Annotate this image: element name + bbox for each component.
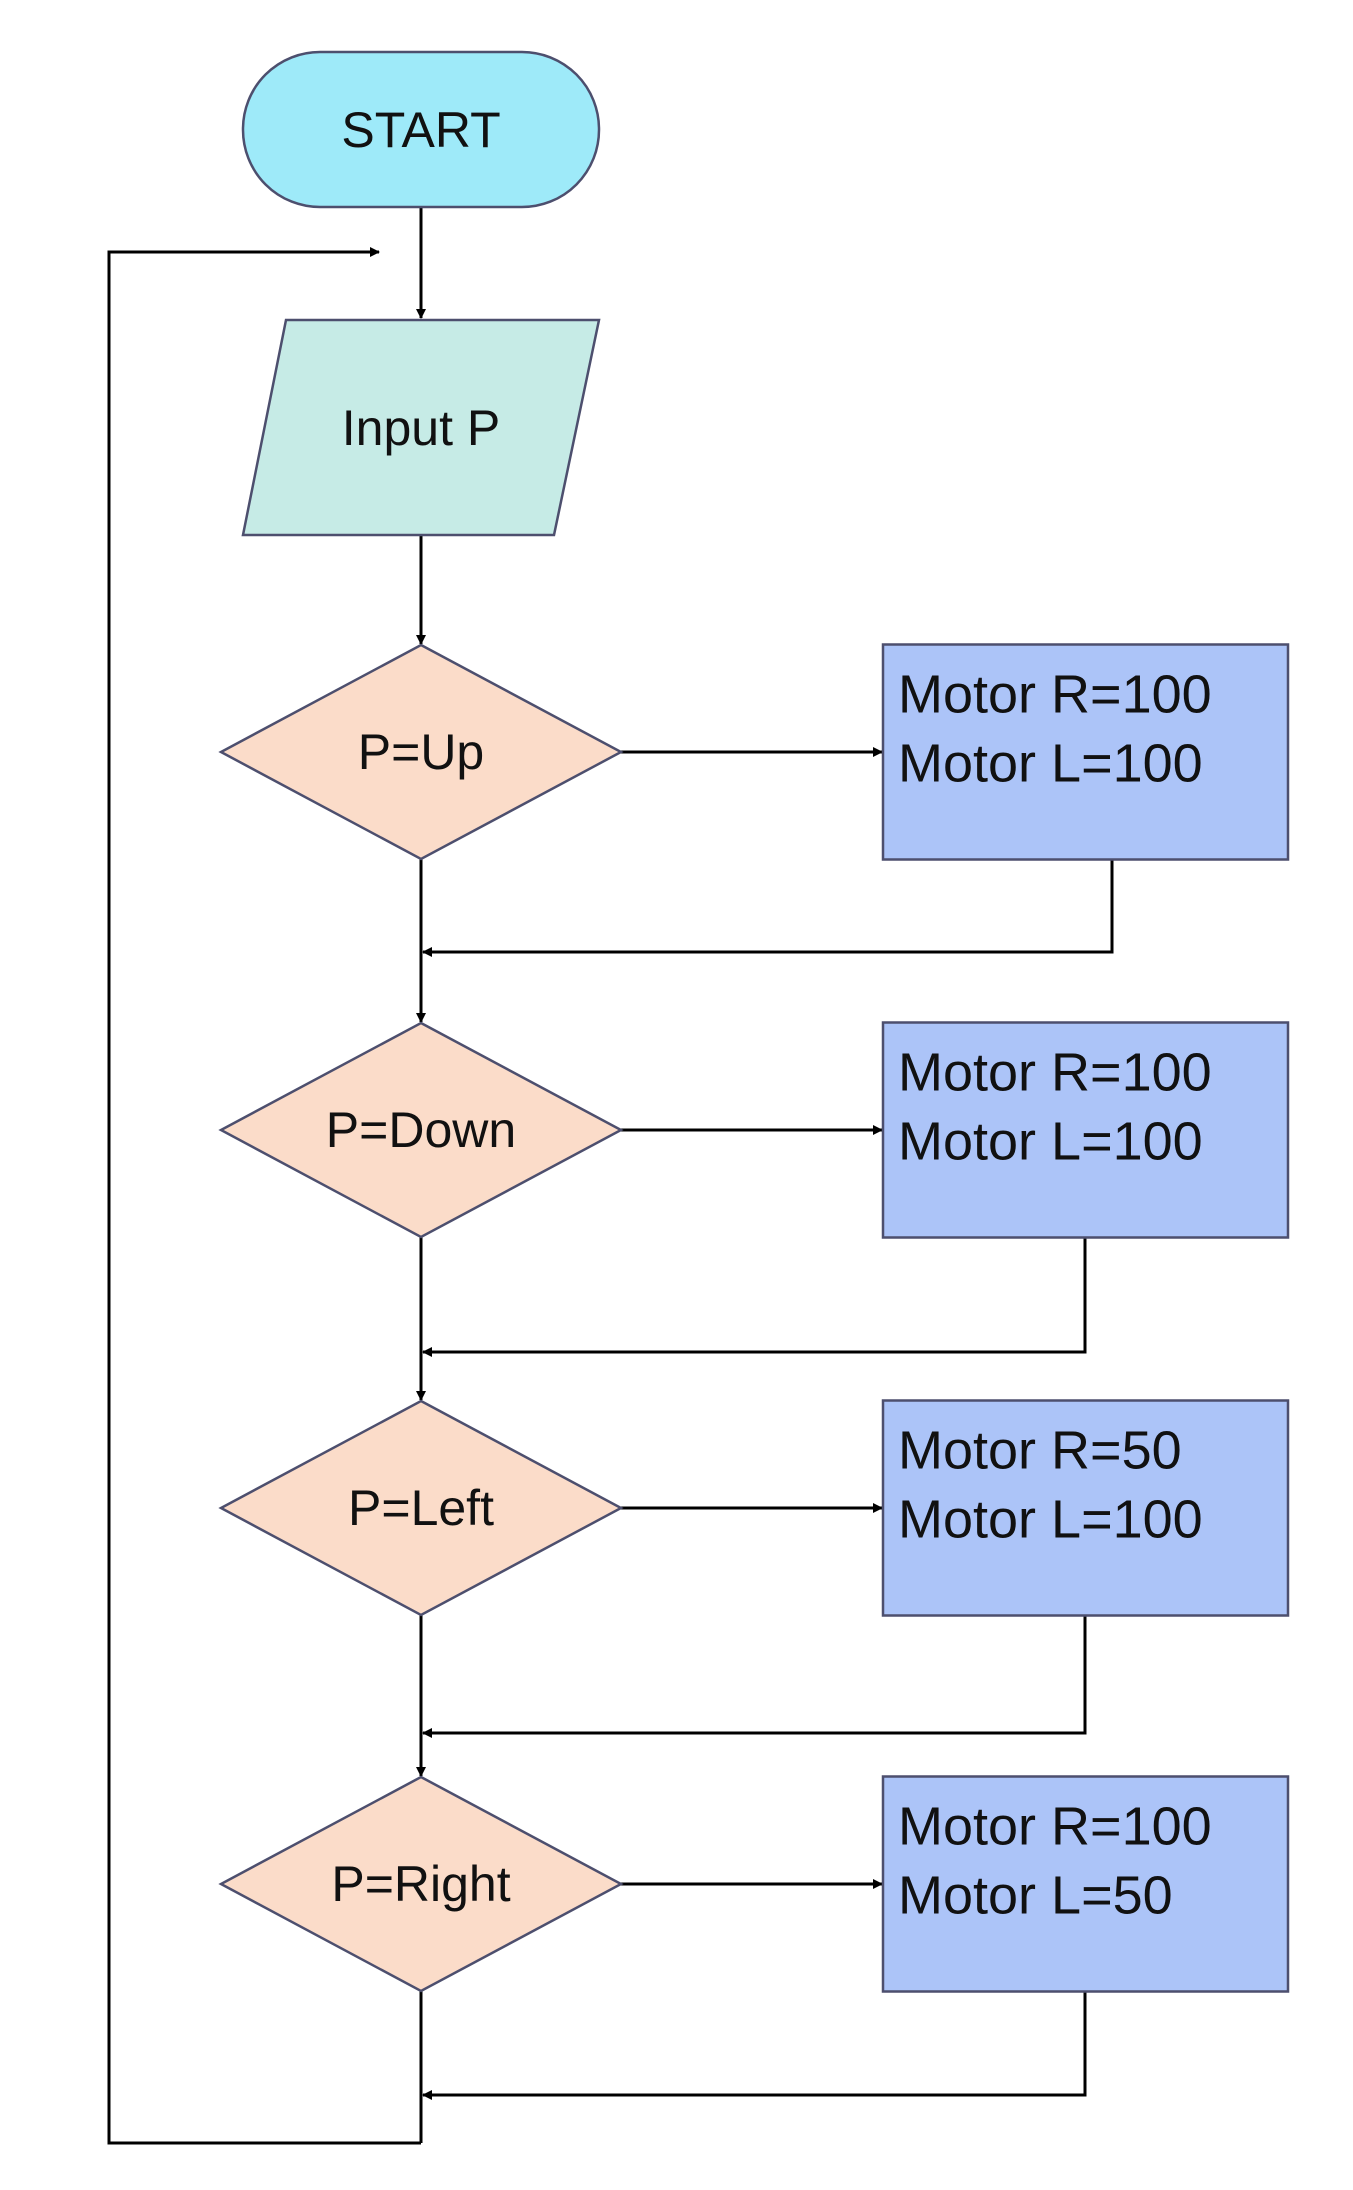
action-box bbox=[881, 1775, 1290, 1993]
action-line: Motor L=100 bbox=[898, 1490, 1203, 1550]
input-node: Input P bbox=[241, 318, 601, 537]
action-line: Motor L=50 bbox=[898, 1866, 1173, 1926]
decision-label: P=Left bbox=[348, 1480, 494, 1536]
decision-diamond bbox=[218, 1399, 624, 1617]
arrow-action-merge bbox=[422, 1237, 1087, 1357]
action-line: Motor R=100 bbox=[898, 1797, 1212, 1857]
decision-diamond bbox=[218, 1775, 624, 1993]
action-line: Motor L=100 bbox=[898, 734, 1203, 794]
decision-diamond bbox=[218, 643, 624, 861]
action-line: Motor R=50 bbox=[898, 1421, 1182, 1481]
start-terminal: START bbox=[241, 50, 601, 209]
decision-label: P=Right bbox=[331, 1856, 510, 1912]
start-label: START bbox=[341, 102, 500, 158]
arrow-action-merge bbox=[422, 859, 1114, 957]
decision-label: P=Down bbox=[326, 1102, 516, 1158]
arrow-action-merge bbox=[422, 1615, 1087, 1738]
arrow-loop-back bbox=[107, 247, 421, 2145]
arrow-action-merge bbox=[422, 1991, 1087, 2100]
decision-diamond bbox=[218, 1021, 624, 1239]
action-box bbox=[881, 1021, 1290, 1239]
decision-label: P=Up bbox=[358, 724, 484, 780]
action-line: Motor R=100 bbox=[898, 665, 1212, 725]
action-box bbox=[881, 1399, 1290, 1617]
action-line: Motor R=100 bbox=[898, 1043, 1212, 1103]
input-shape bbox=[241, 318, 601, 537]
action-box bbox=[881, 643, 1290, 861]
input-label: Input P bbox=[342, 400, 500, 456]
connectors bbox=[107, 207, 1114, 2145]
start-shape bbox=[241, 50, 601, 209]
action-line: Motor L=100 bbox=[898, 1112, 1203, 1172]
